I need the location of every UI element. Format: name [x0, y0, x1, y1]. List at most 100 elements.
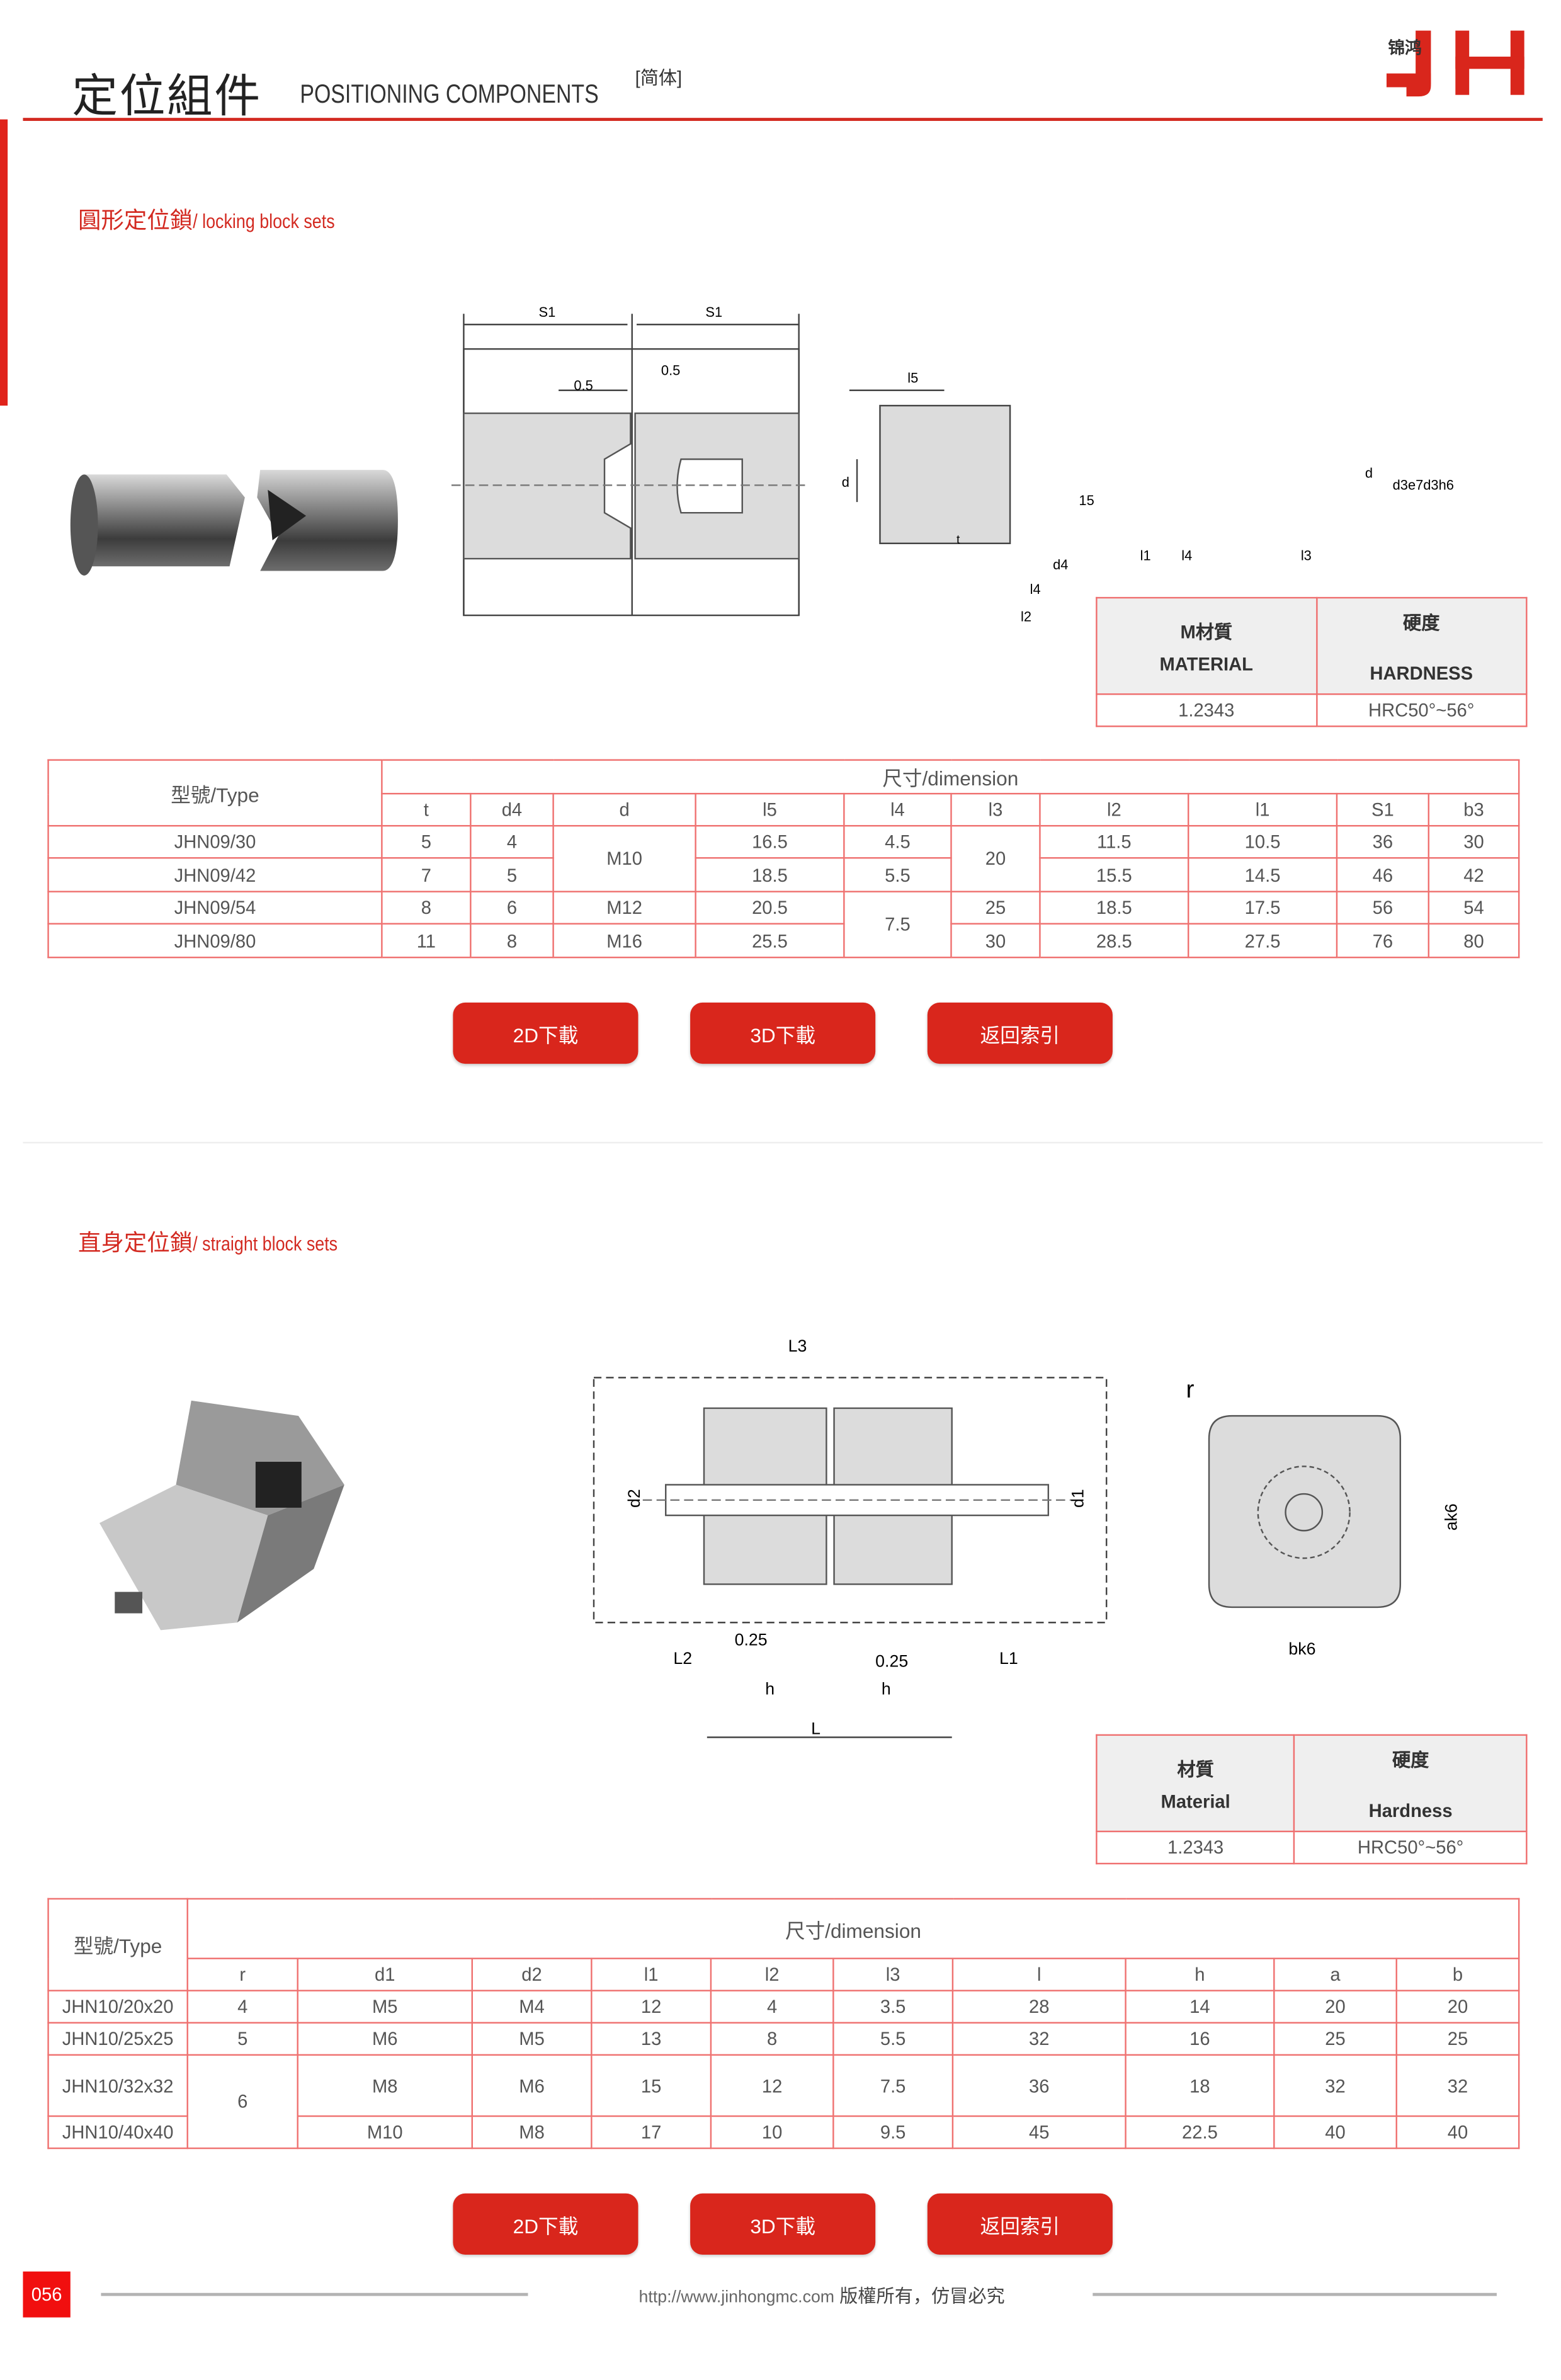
- dim-label: h: [765, 1679, 775, 1698]
- value-cell: 15: [591, 2054, 712, 2117]
- value-cell: 46: [1336, 857, 1429, 892]
- dim-label: d4: [1053, 557, 1068, 572]
- download-2d-button[interactable]: 2D下載: [453, 2193, 639, 2255]
- header-rule: [23, 118, 1543, 122]
- dim-label: 0.5: [574, 378, 593, 394]
- model-cell: JHN09/30: [47, 824, 383, 859]
- column-header-d2: d2: [471, 1957, 593, 1991]
- value-cell: 14: [1125, 1990, 1275, 2024]
- download-3d-button[interactable]: 3D下載: [690, 1002, 876, 1064]
- value-cell: 80: [1428, 923, 1520, 959]
- logo-text: 锦鸿: [1388, 38, 1421, 57]
- website-link[interactable]: http://www.jinhongmc.com: [639, 2288, 835, 2307]
- simplified-chinese-link[interactable]: [简体]: [635, 67, 683, 89]
- value-cell: 16: [1125, 2022, 1275, 2056]
- column-header-l3: l3: [832, 1957, 954, 1991]
- value-cell: 28: [951, 1990, 1127, 2024]
- value-cell: 25: [950, 891, 1041, 925]
- dim-label: l4: [1181, 548, 1192, 564]
- value-cell: M12: [552, 891, 696, 925]
- column-header-l: l: [951, 1957, 1127, 1991]
- dim-label: l5: [907, 370, 918, 386]
- dim-label: ak6: [1442, 1503, 1461, 1530]
- download-3d-button[interactable]: 3D下載: [690, 2193, 876, 2255]
- column-header-s1: S1: [1336, 792, 1429, 827]
- value-cell: 14.5: [1187, 857, 1338, 892]
- dim-label: r: [1186, 1376, 1195, 1403]
- dim-label: l4: [1030, 581, 1041, 597]
- back-to-index-button[interactable]: 返回索引: [927, 2193, 1113, 2255]
- dim-label: L3: [788, 1336, 807, 1355]
- value-cell: 8: [470, 923, 554, 959]
- value-cell: 8: [381, 891, 472, 925]
- dim-label: L: [811, 1719, 820, 1738]
- section-title-cn: 直身定位鎖: [77, 1231, 193, 1257]
- download-2d-button[interactable]: 2D下載: [453, 1002, 639, 1064]
- hardness-value: HRC50°~56°: [1293, 1830, 1528, 1865]
- value-cell: 18.5: [695, 857, 845, 892]
- value-cell: 5.5: [832, 2022, 954, 2056]
- dimension-header: 尺寸/dimension: [381, 759, 1520, 795]
- dim-label: L1: [999, 1649, 1018, 1668]
- value-cell: 7.5: [832, 2054, 954, 2117]
- value-cell: 76: [1336, 923, 1429, 959]
- back-to-index-button[interactable]: 返回索引: [927, 1002, 1113, 1064]
- value-cell: 6: [186, 2054, 298, 2149]
- copyright-text: 版權所有，仿冒必究: [834, 2285, 1005, 2307]
- column-header-l1: l1: [1187, 792, 1338, 827]
- section-title-cn: 圓形定位鎖: [77, 208, 193, 234]
- value-cell: 40: [1273, 2115, 1397, 2149]
- section-title-en: / straight block sets: [193, 1232, 338, 1255]
- locking-block-drawing: S1 S1 0.5 0.5 l5 d t d4 l4 l2 15°: [451, 304, 1094, 625]
- value-cell: 18: [1125, 2054, 1275, 2117]
- value-cell: 3.5: [832, 1990, 954, 2024]
- value-cell: 4: [186, 1990, 298, 2024]
- value-cell: 7: [381, 857, 472, 892]
- model-cell: JHN09/54: [47, 891, 383, 925]
- value-cell: M16: [552, 923, 696, 959]
- value-cell: M6: [471, 2054, 593, 2117]
- material-value: 1.2343: [1096, 693, 1317, 727]
- dim-label: d1: [1069, 1489, 1087, 1508]
- dim-label: S1: [539, 304, 556, 320]
- value-cell: 20.5: [695, 891, 845, 925]
- dim-label: t: [956, 533, 960, 547]
- section-divider: [23, 1142, 1543, 1144]
- value-cell: 8: [710, 2022, 834, 2056]
- column-header-a: a: [1273, 1957, 1397, 1991]
- value-cell: M5: [297, 1990, 473, 2024]
- page-number: 056: [23, 2271, 71, 2318]
- value-cell: 10.5: [1187, 824, 1338, 859]
- value-cell: 25: [1395, 2022, 1520, 2056]
- value-cell: 22.5: [1125, 2115, 1275, 2149]
- value-cell: 12: [591, 1990, 712, 2024]
- dim-label: L2: [673, 1649, 692, 1668]
- model-cell: JHN09/42: [47, 857, 383, 892]
- value-cell: 15.5: [1039, 857, 1189, 892]
- value-cell: 20: [1395, 1990, 1520, 2024]
- column-header-l1: l1: [591, 1957, 712, 1991]
- value-cell: 16.5: [695, 824, 845, 859]
- value-cell: 32: [1273, 2054, 1397, 2117]
- value-cell: 11: [381, 923, 472, 959]
- type-header: 型號/Type: [47, 759, 383, 827]
- column-header-d4: d4: [470, 792, 554, 827]
- model-cell: JHN10/40x40: [47, 2115, 188, 2149]
- model-cell: JHN10/20x20: [47, 1990, 188, 2024]
- value-cell: 32: [1395, 2054, 1520, 2117]
- value-cell: 4: [470, 824, 554, 859]
- dim-label: 0.25: [875, 1652, 908, 1671]
